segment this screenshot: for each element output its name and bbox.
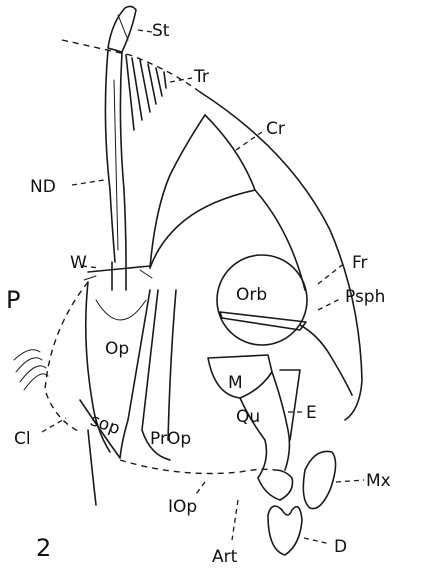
leader-fr: [318, 262, 346, 284]
label-fr: Fr: [352, 253, 368, 273]
leader-psph: [318, 298, 342, 310]
parasphenoid: [300, 325, 352, 395]
cleithrum: [88, 430, 96, 505]
leader-cr: [236, 132, 262, 150]
dentary: [268, 506, 302, 555]
interopercular-arc: [120, 460, 275, 474]
label-p: P: [6, 286, 20, 314]
label-sop: sop: [88, 410, 123, 439]
label-qu: Qu: [236, 407, 260, 427]
label-d: D: [334, 537, 347, 557]
label-cr: Cr: [266, 119, 285, 139]
label-orb: Orb: [236, 285, 267, 305]
dashed-outline-top: [62, 40, 200, 92]
label-e: E: [306, 403, 317, 423]
label-mx: Mx: [366, 471, 391, 491]
label-tr: Tr: [193, 67, 209, 87]
label-cl: Cl: [14, 429, 31, 449]
label-st: St: [152, 21, 170, 41]
leader-iop: [196, 482, 205, 494]
label-m: M: [228, 373, 243, 393]
leader-st: [138, 30, 152, 32]
leader-art: [232, 500, 238, 540]
trabecular-rays: [126, 55, 166, 130]
label-figure-number: 2: [36, 534, 51, 562]
leader-nd: [72, 180, 104, 185]
label-art: Art: [212, 547, 238, 567]
leader-d: [304, 538, 330, 544]
label-psph: Psph: [345, 287, 385, 307]
maxilla: [303, 451, 335, 508]
label-iop: IOp: [168, 497, 197, 517]
supratemporal-bone: [108, 6, 136, 52]
pectoral-fin: [14, 350, 48, 390]
label-w: W: [70, 253, 87, 273]
articular: [258, 470, 293, 500]
w-junction: [84, 262, 152, 290]
label-op: Op: [105, 339, 129, 359]
label-nd: ND: [30, 177, 56, 197]
leader-cl: [42, 418, 66, 432]
leader-mx: [336, 480, 364, 482]
neural-column: [105, 50, 126, 262]
label-prop: PrOp: [150, 429, 191, 449]
